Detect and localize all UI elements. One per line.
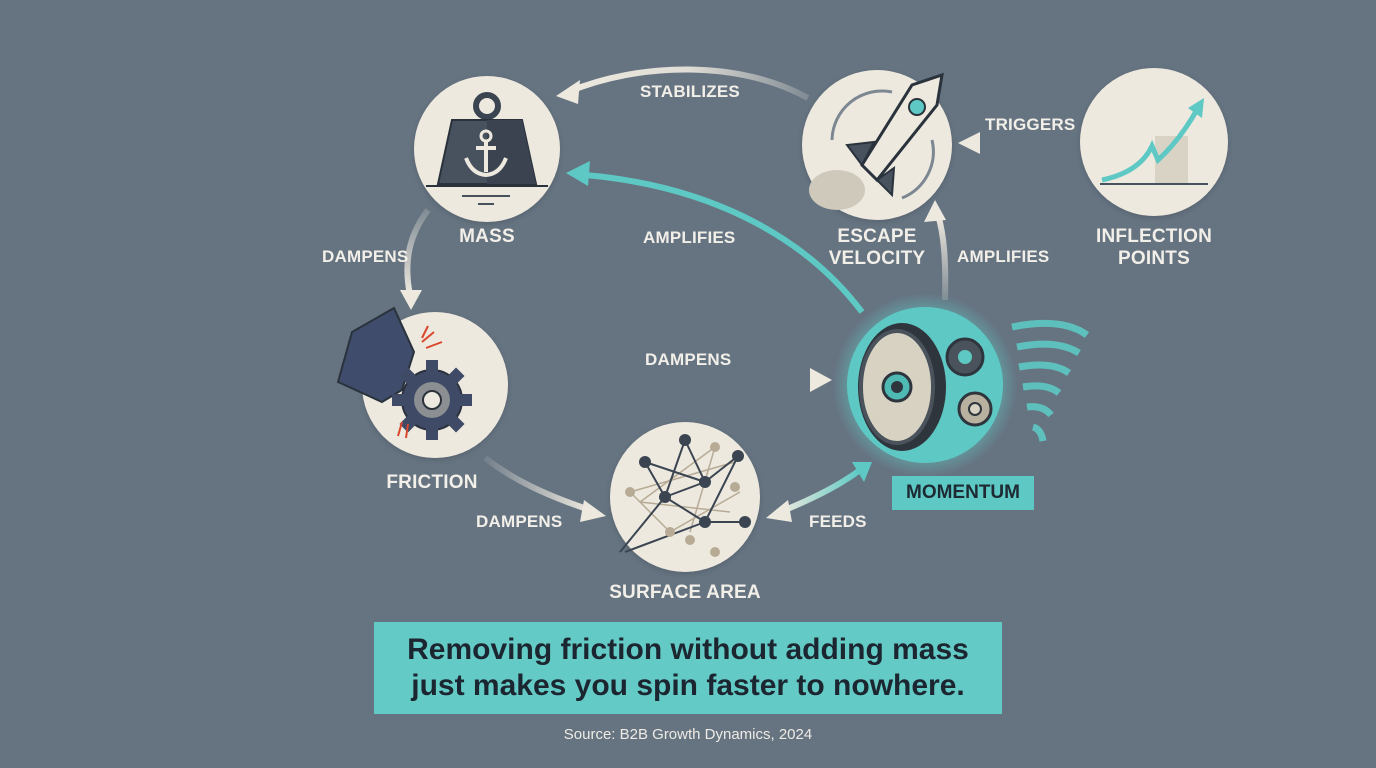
edge-label-amplifies-escape: AMPLIFIES bbox=[957, 247, 1050, 266]
edge-label-dampens-friction: DAMPENS bbox=[322, 247, 409, 266]
label-line-2: POINTS bbox=[1118, 248, 1190, 269]
node-mass bbox=[414, 76, 560, 222]
edge-label-amplifies-mass: AMPLIFIES bbox=[643, 228, 736, 247]
edge-label-stabilizes: STABILIZES bbox=[640, 82, 740, 101]
edge-label-dampens-surface: DAMPENS bbox=[476, 512, 563, 531]
anchor-weight-icon bbox=[426, 92, 548, 205]
caption-line-1: Removing friction without adding mass bbox=[407, 633, 969, 666]
sandpaper-gear-icon bbox=[336, 306, 472, 440]
edge-label-triggers: TRIGGERS bbox=[985, 115, 1076, 134]
network-graph-icon bbox=[619, 434, 751, 557]
node-friction-label: FRICTION bbox=[386, 472, 478, 493]
caption-box: Removing friction without adding mass ju… bbox=[374, 622, 1002, 714]
edge-label-dampens-momentum: DAMPENS bbox=[645, 350, 732, 369]
node-escape-velocity bbox=[802, 70, 952, 220]
node-escape-velocity-label: ESCAPE VELOCITY bbox=[812, 226, 942, 270]
rocket-icon bbox=[809, 72, 944, 210]
node-mass-label: MASS bbox=[459, 226, 515, 247]
caption-line-2: just makes you spin faster to nowhere. bbox=[411, 669, 965, 702]
node-inflection-points-label: INFLECTION POINTS bbox=[1084, 226, 1224, 270]
label-line-2: VELOCITY bbox=[828, 248, 926, 269]
rising-arrow-chart-icon bbox=[1100, 98, 1208, 185]
label-line-1: INFLECTION bbox=[1096, 226, 1212, 247]
source-note: Source: B2B Growth Dynamics, 2024 bbox=[563, 726, 813, 743]
node-inflection-points bbox=[1080, 68, 1228, 216]
edge-label-feeds: FEEDS bbox=[809, 512, 867, 531]
node-momentum bbox=[847, 307, 1090, 467]
node-surface-area bbox=[610, 422, 760, 572]
node-friction bbox=[336, 306, 508, 458]
node-surface-area-label: SURFACE AREA bbox=[609, 582, 761, 603]
label-line-1: ESCAPE bbox=[837, 226, 917, 247]
node-momentum-label: MOMENTUM bbox=[892, 476, 1034, 510]
flywheel-tornado-icon bbox=[858, 319, 1090, 451]
